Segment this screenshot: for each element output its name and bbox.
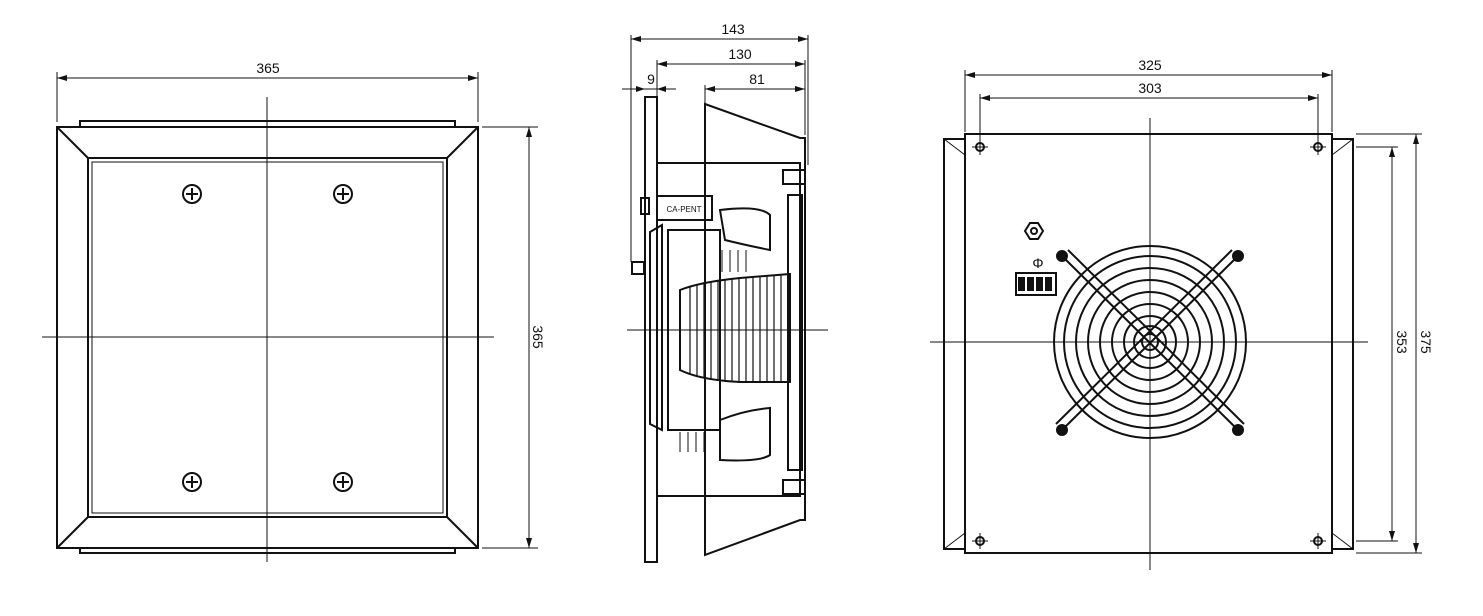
front-screw-icon [182,184,202,204]
side-depth-body-label: 130 [728,46,752,62]
rear-terminal-symbol: Φ [1032,255,1043,271]
side-flange-dimension: 9 [622,71,676,92]
front-width-label: 365 [256,60,280,76]
rear-outer-height-dimension: 375 [1356,133,1434,554]
front-height-dimension: 365 [482,126,546,549]
rear-hole-height-label: 353 [1394,330,1410,354]
rear-terminal-block: Φ [1015,255,1057,296]
rear-view: Φ [930,57,1434,570]
front-height-label: 365 [530,325,546,349]
side-knob-icon [631,261,645,275]
rear-mount-hole-icon [1310,533,1326,549]
side-view: CA-PENT [622,21,828,563]
rear-outer-width-label: 325 [1138,57,1162,73]
side-motor-text: CA-PENT [666,205,701,214]
front-screw-icon [333,184,353,204]
rear-hole-width-dimension: 303 [979,80,1319,140]
front-width-dimension: 365 [56,60,479,122]
side-rear-flange [787,194,803,471]
side-bracket-fins [679,250,747,452]
side-gasket [649,223,663,432]
side-flange-label: 9 [647,71,655,87]
rear-hole-height-dimension: 353 [1356,146,1410,542]
rear-outer-width-dimension: 325 [964,57,1333,132]
front-view: 365 365 [42,60,546,562]
side-depth-body-dimension: 130 [656,46,806,160]
side-motor-fins [689,275,782,382]
rear-left-bracket [943,138,966,550]
front-screw-icon [182,472,202,492]
rear-outer-height-label: 375 [1418,330,1434,354]
side-motor-body [679,272,791,383]
rear-cable-gland-icon [1023,222,1045,240]
rear-main-plate [964,133,1333,554]
side-motor-dimension: 81 [704,71,806,135]
rear-mount-hole-icon [1310,139,1326,155]
side-clip [640,197,650,215]
front-screw-icon [333,472,353,492]
rear-fan-guard-icon [1053,245,1247,439]
side-blade-top [718,207,771,252]
side-motor-label: 81 [749,71,765,87]
rear-mount-hole-icon [972,139,988,155]
side-depth-total-dimension: 143 [630,21,809,262]
side-blade-bottom [719,406,771,462]
rear-hole-width-label: 303 [1138,80,1162,96]
rear-right-bracket [1331,138,1354,550]
side-rear-shroud [704,102,806,557]
side-depth-total-label: 143 [721,21,745,37]
rear-mount-hole-icon [972,533,988,549]
